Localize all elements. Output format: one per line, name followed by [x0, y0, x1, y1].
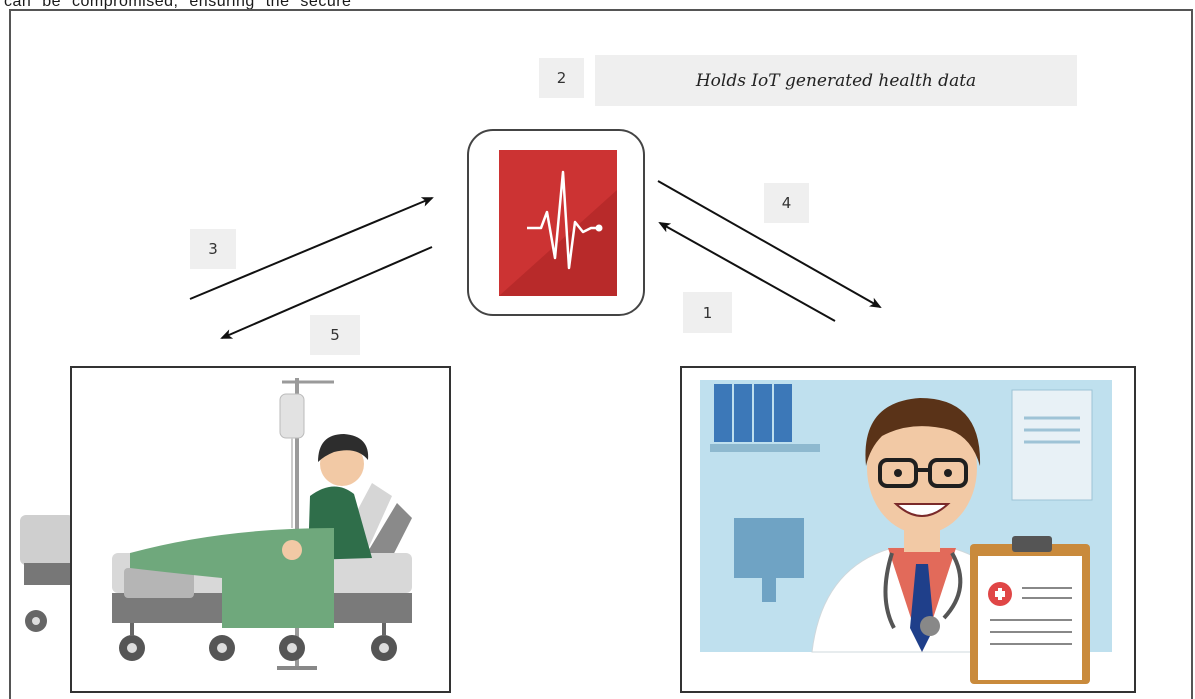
step-2-label: 2 — [539, 58, 584, 98]
step-3-label: 3 — [190, 229, 236, 269]
step-1-label: 1 — [683, 292, 732, 333]
health-data-device — [467, 129, 645, 316]
arrow-4 — [657, 180, 882, 308]
top-text-fragment: can be compromised, ensuring the secure — [4, 0, 352, 10]
arrow-3 — [189, 197, 434, 300]
step-4-label: 4 — [764, 183, 809, 223]
diagram-frame — [9, 9, 1193, 699]
arrow-5 — [220, 246, 433, 339]
doctor-panel — [680, 366, 1136, 693]
step-5-label: 5 — [310, 315, 360, 355]
background-bed-sliver — [20, 515, 74, 632]
storage-caption: Holds IoT generated health data — [595, 55, 1077, 106]
patient-in-hospital-bed-illustration — [72, 368, 449, 691]
arrow-1 — [658, 222, 836, 322]
patient-panel — [70, 366, 451, 693]
doctor-with-clipboard-illustration — [682, 368, 1134, 691]
heartbeat-monitor-icon — [499, 150, 617, 296]
